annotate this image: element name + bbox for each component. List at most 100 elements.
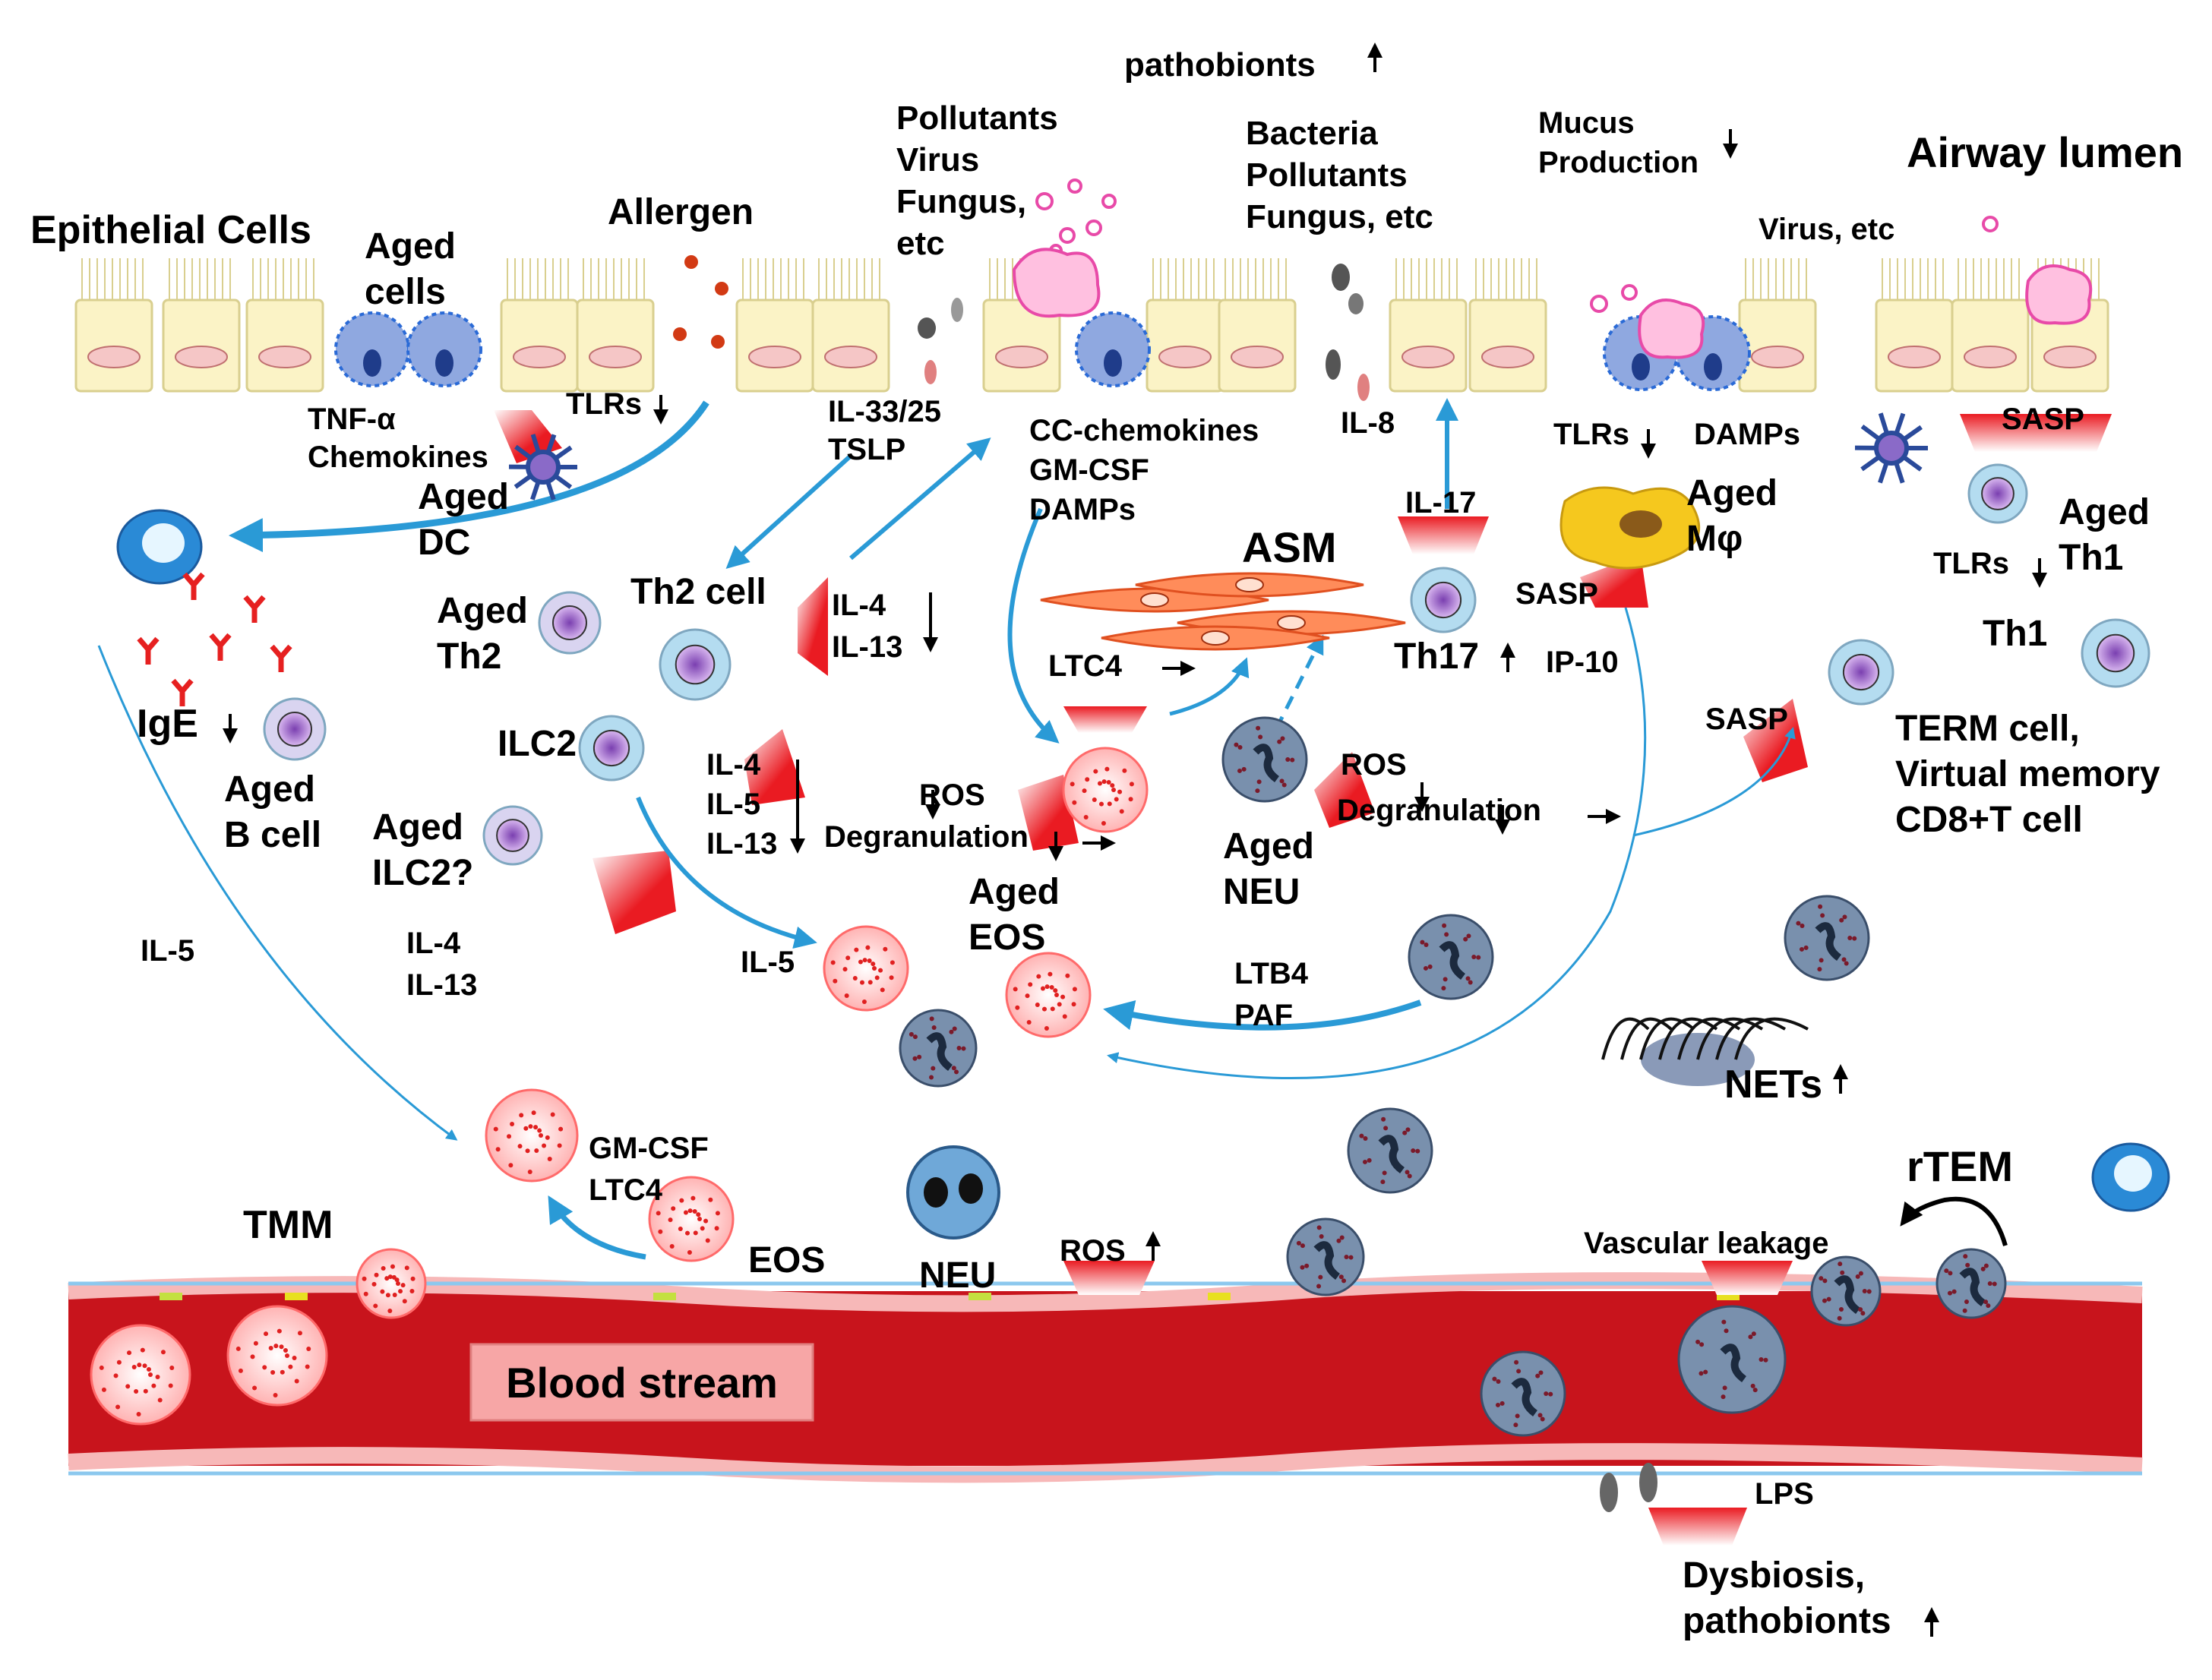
label-cc-chemokines-0: CC-chemokines bbox=[1029, 414, 1259, 447]
label-aged-eos-1: EOS bbox=[969, 917, 1045, 958]
label-lps: LPS bbox=[1755, 1477, 1814, 1511]
label-pollutants-2: Fungus, bbox=[896, 183, 1026, 220]
cell-layer bbox=[90, 412, 2170, 1437]
neutrophil-extravasation bbox=[1286, 1217, 1365, 1296]
label-term-cell-1: Virtual memory bbox=[1895, 754, 2160, 794]
cytokine-arrows bbox=[97, 398, 1796, 1260]
eosinophil-ltc4 bbox=[1062, 747, 1149, 833]
blood-stream-label: Blood stream bbox=[506, 1359, 778, 1407]
label-tmm: TMM bbox=[243, 1203, 333, 1247]
label-tlrs-1: TLRs bbox=[566, 387, 642, 421]
label-eos: EOS bbox=[748, 1240, 825, 1281]
label-epithelial-cells: Epithelial Cells bbox=[30, 208, 311, 252]
label-degranulation-2: Degranulation bbox=[1337, 794, 1541, 827]
asm-smooth-muscle bbox=[1040, 572, 1406, 651]
eosinophil-il5 bbox=[823, 925, 909, 1012]
label-aged-ilc2-0: Aged bbox=[372, 807, 463, 848]
allergen-particles bbox=[673, 255, 728, 349]
label-airway-lumen: Airway lumen bbox=[1907, 128, 2183, 176]
neutrophil-1 bbox=[899, 1009, 978, 1088]
label-dysbiosis-1: pathobionts bbox=[1683, 1601, 1891, 1641]
label-ip10: IP-10 bbox=[1546, 646, 1619, 679]
label-pollutants-3: etc bbox=[896, 225, 945, 262]
label-aged-th2-0: Aged bbox=[437, 591, 528, 631]
label-aged-ilc2-1: ILC2? bbox=[372, 853, 473, 893]
neutrophil-vessel-2 bbox=[1677, 1305, 1787, 1414]
label-aged-th2-1: Th2 bbox=[437, 636, 501, 677]
neutrophil-vessel bbox=[1480, 1350, 1566, 1437]
neu-cell bbox=[906, 1145, 1000, 1239]
aged-dc-cell bbox=[508, 412, 1928, 501]
label-cc-chemokines-1: GM-CSF bbox=[1029, 453, 1149, 487]
ilc2-cell bbox=[578, 715, 645, 782]
rtem-arrow bbox=[1900, 1196, 2008, 1246]
bacteria-particles bbox=[918, 264, 1657, 1512]
label-degranulation-1: Degranulation bbox=[824, 820, 1029, 854]
label-aged-cells-0: Aged bbox=[365, 226, 456, 267]
label-ige: IgE bbox=[137, 702, 198, 746]
label-sasp-2: SASP bbox=[1515, 577, 1598, 611]
label-pollutants-0: Pollutants bbox=[896, 99, 1058, 137]
label-il5-mid: IL-5 bbox=[741, 946, 795, 979]
nets bbox=[1601, 1017, 1809, 1086]
label-il4-il13-top-0: IL-4 bbox=[832, 589, 886, 622]
label-ros-3: ROS bbox=[1060, 1234, 1126, 1268]
label-neu: NEU bbox=[919, 1255, 996, 1296]
aged-th1-cell bbox=[1967, 463, 2028, 524]
label-tlrs-2: TLRs bbox=[1553, 418, 1629, 451]
label-aged-th1-1: Th1 bbox=[2059, 538, 2123, 578]
signal-shapes bbox=[494, 410, 2112, 1546]
label-rtem: rTEM bbox=[1907, 1142, 2013, 1190]
eosinophil-vessel-1 bbox=[90, 1324, 191, 1426]
label-ltb4-0: LTB4 bbox=[1234, 957, 1309, 990]
label-term-cell-0: TERM cell, bbox=[1895, 709, 2080, 749]
label-cc-chemokines-2: DAMPs bbox=[1029, 493, 1136, 526]
virus-particles bbox=[1012, 178, 2093, 359]
neutrophil-4 bbox=[1347, 1107, 1433, 1194]
blood-stream-box bbox=[469, 1343, 814, 1422]
label-virus-etc: Virus, etc bbox=[1759, 213, 1894, 246]
label-il5-left: IL-5 bbox=[141, 934, 194, 968]
label-th17: Th17 bbox=[1394, 636, 1479, 677]
label-aged-neu-1: NEU bbox=[1223, 872, 1300, 912]
label-tlrs-3: TLRs bbox=[1933, 547, 2009, 580]
label-aged-th1-0: Aged bbox=[2059, 492, 2150, 532]
label-il4-il13-left-1: IL-13 bbox=[406, 968, 477, 1002]
term-cell bbox=[1828, 639, 1894, 706]
label-il33-0: IL-33/25 bbox=[828, 395, 941, 428]
label-allergen: Allergen bbox=[608, 192, 754, 232]
eosinophil-vessel-2 bbox=[226, 1305, 328, 1407]
label-il-mid-1: IL-5 bbox=[706, 788, 760, 821]
label-ros-2: ROS bbox=[1341, 748, 1407, 782]
label-ltc4: LTC4 bbox=[1048, 649, 1123, 683]
aged-macrophage bbox=[1559, 486, 1701, 570]
label-aged-neu-0: Aged bbox=[1223, 826, 1314, 867]
label-th1: Th1 bbox=[1983, 614, 2047, 654]
th2-cell bbox=[659, 628, 732, 701]
label-gmcsf-1: LTC4 bbox=[589, 1173, 663, 1207]
label-aged-eos-0: Aged bbox=[969, 872, 1060, 912]
label-bacteria-2: Fungus, etc bbox=[1246, 198, 1433, 235]
label-aged-bcell-0: Aged bbox=[224, 769, 315, 810]
label-aged-macrophage-0: Aged bbox=[1686, 473, 1778, 513]
label-dysbiosis-0: Dysbiosis, bbox=[1683, 1555, 1865, 1596]
aged-ilc2-cell bbox=[482, 805, 543, 866]
label-asm: ASM bbox=[1242, 523, 1336, 571]
rtem-neutrophil-1 bbox=[1810, 1255, 1882, 1327]
label-il8: IL-8 bbox=[1341, 406, 1395, 440]
label-il4-il13-left-0: IL-4 bbox=[406, 927, 461, 960]
label-aged-bcell-1: B cell bbox=[224, 815, 321, 855]
neutrophil-2 bbox=[1408, 914, 1494, 1000]
label-pollutants-1: Virus bbox=[896, 141, 979, 178]
label-aged-dc-1: DC bbox=[418, 523, 470, 563]
label-pathobionts-top: pathobionts bbox=[1124, 46, 1316, 84]
label-aged-cells-1: cells bbox=[365, 272, 446, 312]
tmm-eosinophil bbox=[356, 1248, 427, 1319]
label-mucus-1: Production bbox=[1538, 146, 1698, 179]
label-aged-dc-0: Aged bbox=[418, 477, 509, 517]
label-aged-macrophage-1: Mφ bbox=[1686, 519, 1743, 559]
label-th2-cell: Th2 cell bbox=[630, 572, 766, 612]
neutrophil-3 bbox=[1784, 895, 1870, 981]
label-il4-il13-top-1: IL-13 bbox=[832, 630, 902, 664]
